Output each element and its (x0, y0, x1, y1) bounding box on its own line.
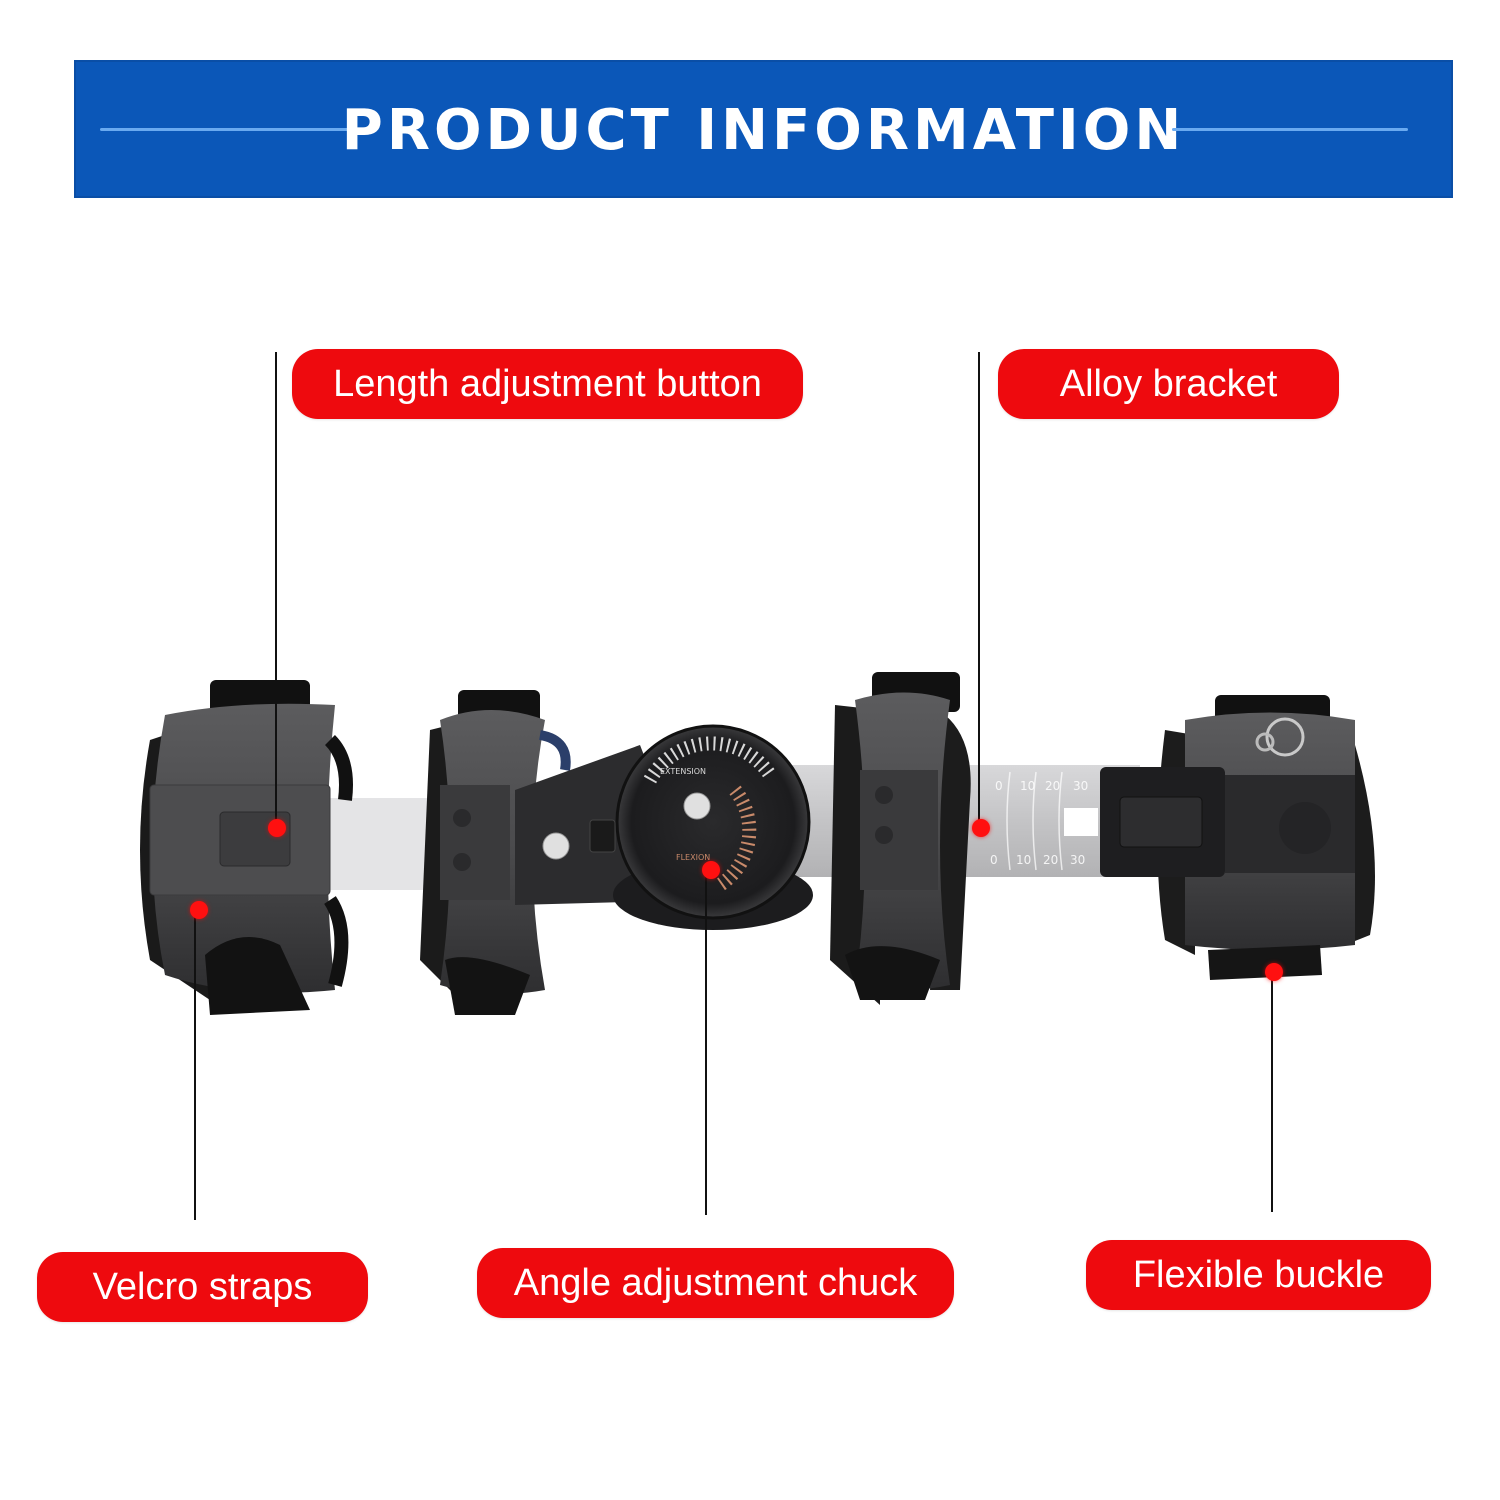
callout-length-adjustment-button: Length adjustment button (292, 349, 803, 419)
lower-strap-cuff (830, 672, 971, 1005)
angle-adjustment-hinge: EXTENSION FLEXION (515, 724, 813, 930)
marker-dot-velcro-straps (190, 901, 208, 919)
callout-flexible-buckle: Flexible buckle (1086, 1240, 1431, 1310)
svg-text:0: 0 (990, 853, 998, 867)
upper-cuff (140, 680, 353, 1015)
svg-text:30: 30 (1073, 779, 1088, 793)
marker-dot-flexible-buckle (1265, 963, 1283, 981)
marker-dot-length-adjustment (268, 819, 286, 837)
dial-flexion-label: FLEXION (676, 853, 710, 862)
marker-dot-alloy-bracket (972, 819, 990, 837)
svg-text:10: 10 (1020, 779, 1035, 793)
leader-line-flexible-buckle (1271, 972, 1273, 1212)
leader-line-angle-adjustment (705, 870, 707, 1215)
banner-left-rule (100, 128, 372, 131)
svg-text:20: 20 (1043, 853, 1058, 867)
svg-text:20: 20 (1045, 779, 1060, 793)
leader-line-velcro-straps (194, 910, 196, 1220)
leader-line-alloy-bracket (978, 352, 980, 828)
banner-right-rule (1172, 128, 1408, 131)
callout-velcro-straps: Velcro straps (37, 1252, 368, 1322)
callout-alloy-bracket: Alloy bracket (998, 349, 1339, 419)
leader-line-length-adjustment (275, 352, 277, 828)
lower-cuff (1100, 695, 1375, 980)
product-information-banner: PRODUCT INFORMATION (74, 60, 1453, 198)
dial-extension-label: EXTENSION (660, 767, 706, 776)
upper-strap-cuff (420, 690, 571, 1015)
banner-title: PRODUCT INFORMATION (341, 98, 1186, 163)
svg-text:30: 30 (1070, 853, 1085, 867)
callout-angle-adjustment-chuck: Angle adjustment chuck (477, 1248, 954, 1318)
svg-text:10: 10 (1016, 853, 1031, 867)
svg-text:0: 0 (995, 779, 1003, 793)
marker-dot-angle-adjustment (702, 861, 720, 879)
